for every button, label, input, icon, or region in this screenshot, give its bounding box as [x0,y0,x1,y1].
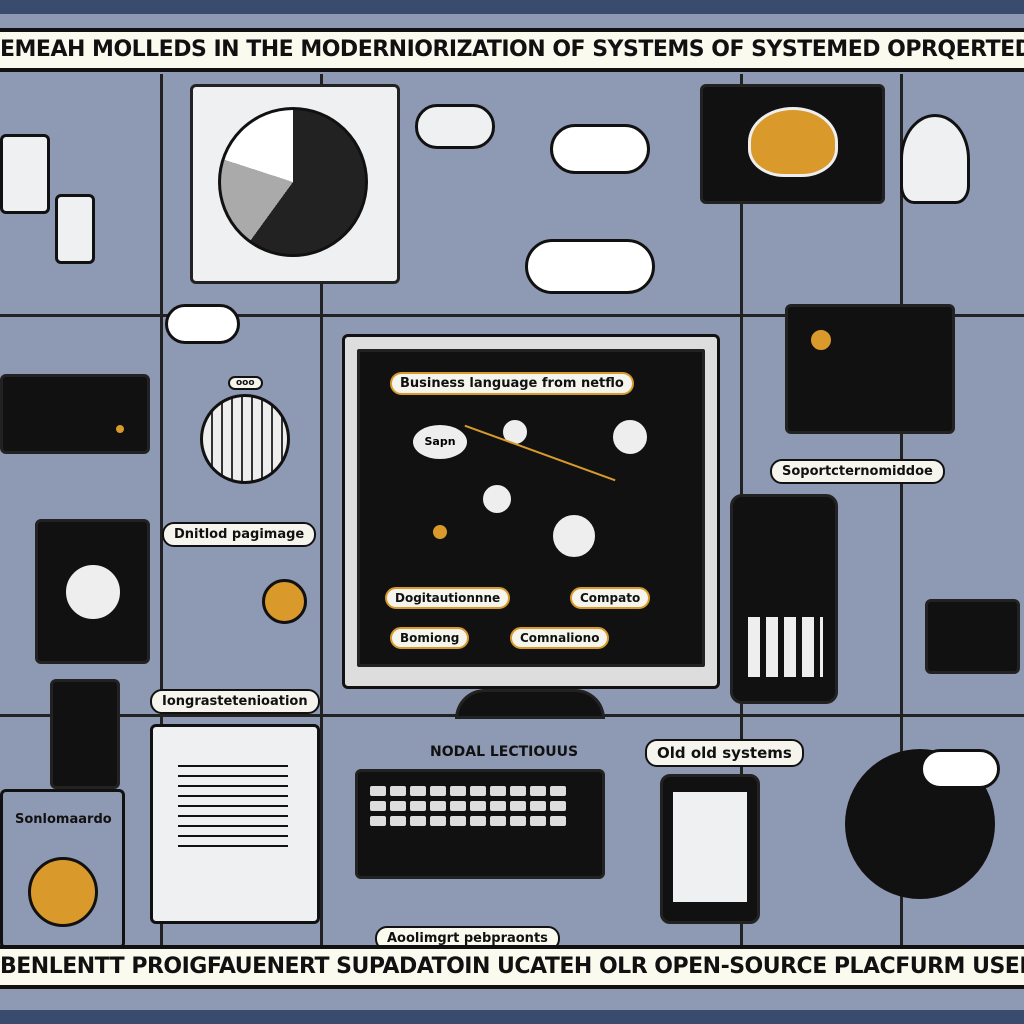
monitor-screen: Business language from netflo Sapn Dogit… [357,349,705,667]
clipboard-icon [150,724,320,924]
lightbulb-icon [900,114,970,204]
support-label: Soportcternomiddoe [770,459,945,484]
butterfly-panel [700,84,885,204]
document-icon [0,134,50,214]
globe-icon [200,394,290,484]
document-icon [55,194,95,264]
flow-node-icon [480,482,514,516]
keyboard-icon [355,769,605,879]
gadget-panel [785,304,955,434]
pie-chart-panel [190,84,400,284]
cloud-icon [525,239,655,294]
flow-node-icon [610,417,650,457]
coin-panel [0,789,125,949]
circuit-line [320,74,323,954]
sonlo-label: Sonlomaardo [15,812,112,827]
integration-label: Iongrastetenioation [150,689,320,714]
coin-icon [28,857,98,927]
old-systems-label: Old old systems [645,739,804,767]
flow-node-icon [430,522,450,542]
gear-icon [262,579,307,624]
record-icon [808,327,834,353]
monitor-stand [455,689,605,719]
screen-title: Business language from netflo [390,372,634,395]
flow-edge [464,424,616,482]
speaker-panel [35,519,150,664]
node-comnaliono: Comnaliono [510,627,610,649]
header-banner: emeah molleds in the moderniorization of… [0,28,1024,72]
node-dogitautionnne: Dogitautionnne [385,587,511,609]
circuit-line [160,74,163,954]
text-lines [178,757,288,847]
small-tag: ooo [228,376,263,390]
status-dot-icon [113,422,127,436]
pie-chart-icon [218,107,368,257]
illustration-canvas: ooo Dnitlod pagimage Iongrastetenioation… [0,14,1024,1010]
circuit-line [900,74,903,954]
node-compato: Compato [570,587,651,609]
cloud-icon [920,749,1000,789]
footer-banner: benlentt proigfauenert supadatoin ucateh… [0,945,1024,989]
bar-chart-icon [748,617,823,677]
device-panel [0,374,150,454]
tablet-screen [673,792,747,902]
node-sapn: Sapn [410,422,470,462]
flow-node-icon [550,512,598,560]
cloud-icon [550,124,650,174]
circuit-line [0,314,1024,317]
small-screen-panel [925,599,1020,674]
speaker-icon [63,562,123,622]
tablet-icon [660,774,760,924]
capsule-icon [415,104,495,149]
nodal-label: Nodal Lectiouus [430,744,579,760]
cloud-icon [165,304,240,344]
phone-panel [50,679,120,789]
butterfly-icon [748,107,838,177]
smartphone-panel [730,494,838,704]
monitor: Business language from netflo Sapn Dogit… [342,334,720,689]
download-label: Dnitlod pagimage [162,522,317,547]
node-bomiong: Bomiong [390,627,470,649]
